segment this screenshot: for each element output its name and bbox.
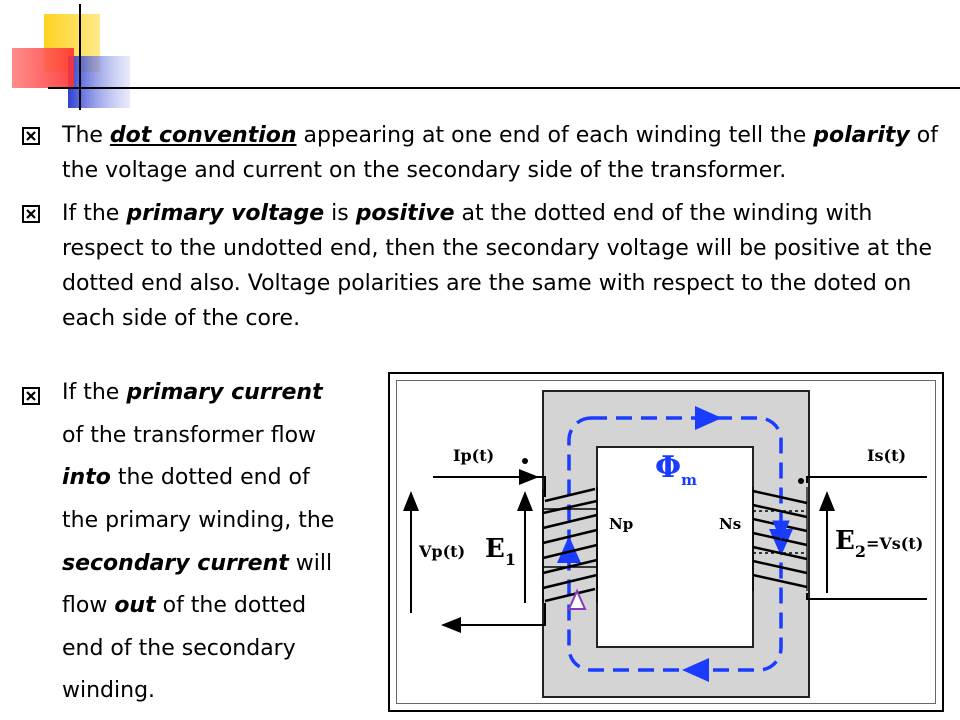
b1-text-1: The: [62, 123, 110, 148]
b2-term-positive: positive: [355, 201, 455, 226]
b3-l6-text-a: flow: [62, 593, 115, 618]
transformer-core: [542, 390, 810, 698]
b3-l3-text: the dotted end of: [110, 465, 310, 490]
np-label: Np: [609, 515, 633, 533]
bullet-dot-convention: The dot convention appearing at one end …: [20, 118, 950, 188]
b3-line-2: of the transformer flow: [62, 423, 317, 448]
checkbox-x-bullet-icon: [22, 127, 40, 145]
b1-text-2: appearing at one end of each winding tel…: [296, 123, 814, 148]
vp-label: Vp(t): [418, 542, 465, 561]
checkbox-x-bullet-icon: [22, 387, 40, 405]
checkbox-x-bullet-icon: [22, 205, 40, 223]
e2-label: E2=Vs(t): [835, 526, 923, 561]
b2-text-1: If the: [62, 201, 127, 226]
b3-line-1: If the primary current: [62, 380, 323, 405]
decorative-corner-graphic: [12, 4, 960, 110]
b3-line-3: into the dotted end of: [62, 465, 310, 490]
ip-label: Ip(t): [453, 446, 494, 465]
b3-line-7: end of the secondary: [62, 636, 296, 661]
secondary-bottom-lead: [806, 593, 927, 600]
winding-arrow-icon: [772, 520, 790, 541]
transformer-diagram-frame: Ip(t) Is(t) Vp(t) E1 Np Ns E2=Vs(t) Φm: [388, 372, 944, 712]
b3-line-6: flow out of the dotted: [62, 593, 306, 618]
b3-line-8: winding.: [62, 678, 156, 703]
b2-term-primary-voltage: primary voltage: [126, 201, 325, 226]
e1-label: E1: [485, 534, 516, 569]
secondary-top-lead: [806, 476, 927, 483]
primary-top-lead: [537, 476, 546, 497]
is-label: Is(t): [867, 446, 906, 465]
primary-winding: [542, 487, 598, 603]
b2-text-2: is: [324, 201, 356, 226]
flux-phi-label: Φm: [655, 450, 697, 489]
secondary-dot-marker: [798, 478, 804, 484]
b3-l1-text: If the: [62, 380, 127, 405]
ns-label: Ns: [719, 515, 741, 533]
b3-line-5: secondary current will: [62, 551, 332, 576]
b3-term-primary-current: primary current: [126, 380, 323, 405]
b1-term-dot-convention: dot convention: [109, 123, 297, 148]
b3-term-secondary-current: secondary current: [62, 551, 289, 576]
b3-line-4: the primary winding, the: [62, 508, 335, 533]
winding-arrow-icon: [567, 588, 587, 610]
primary-dot-marker: [522, 458, 528, 464]
b3-l5-text: will: [288, 551, 333, 576]
b1-text-3: of the voltage and current on the second…: [62, 123, 938, 183]
b1-term-polarity: polarity: [813, 123, 910, 148]
b3-term-out: out: [114, 593, 156, 618]
bullet-primary-voltage: If the primary voltage is positive at th…: [20, 196, 950, 336]
b3-l6-text-b: of the dotted: [155, 593, 307, 618]
transformer-diagram: Ip(t) Is(t) Vp(t) E1 Np Ns E2=Vs(t) Φm: [403, 390, 927, 698]
primary-bottom-lead: [537, 603, 546, 626]
b2-text-3: at the dotted end of the winding with re…: [62, 201, 933, 331]
b3-term-into: into: [62, 465, 111, 490]
